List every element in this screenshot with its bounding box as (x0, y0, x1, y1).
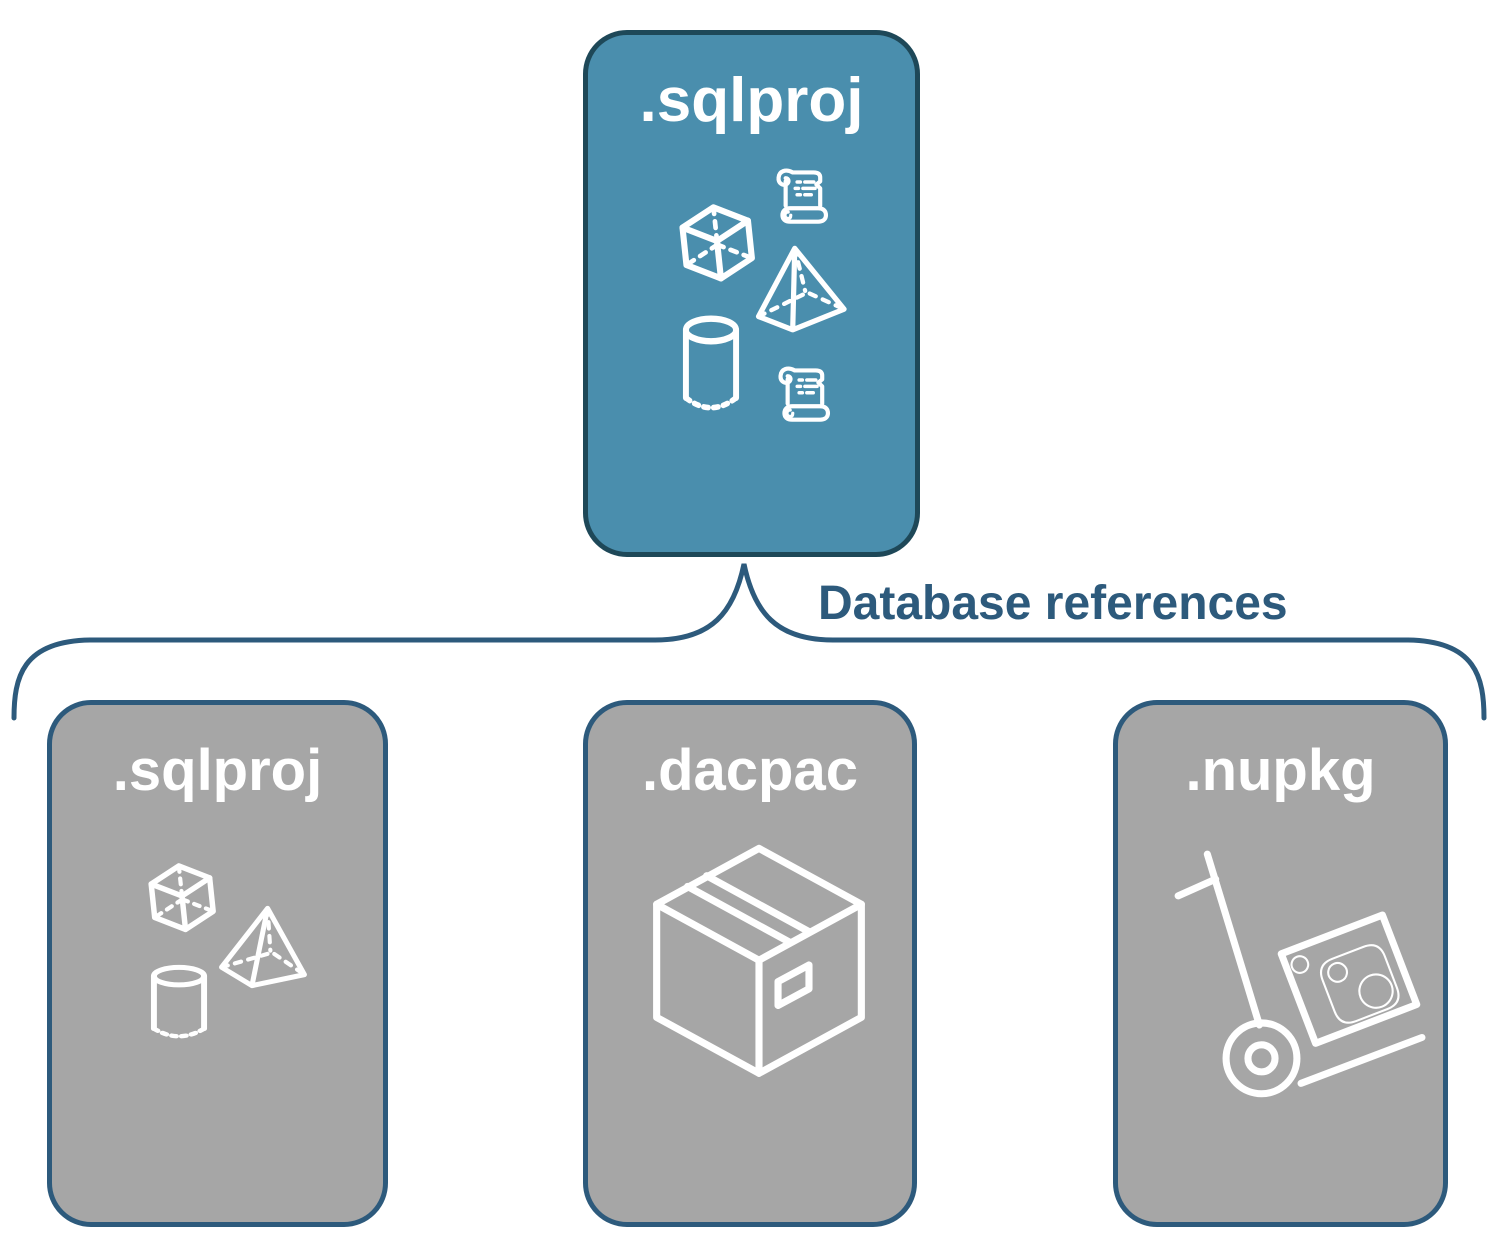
package-box-icon (653, 844, 865, 1077)
cylinder-icon (682, 315, 740, 411)
child-node-label: .sqlproj (112, 738, 323, 803)
root-node-label: .sqlproj (639, 66, 864, 135)
scroll-icon (776, 168, 829, 224)
cylinder-icon (150, 964, 208, 1039)
hand-truck-icon (1174, 850, 1426, 1098)
cube-icon (679, 204, 755, 282)
cube-icon (148, 863, 216, 933)
brace-path (11, 563, 1487, 721)
pyramid-icon (755, 245, 847, 333)
connector-label: Database references (818, 577, 1288, 630)
child-node-label: .nupkg (1185, 738, 1376, 803)
child-node-label: .dacpac (642, 738, 858, 803)
child-node-dacpac: .dacpac (583, 700, 917, 1227)
scroll-icon (778, 366, 831, 422)
root-node-sqlproj: .sqlproj (583, 30, 920, 557)
child-node-sqlproj: .sqlproj (47, 700, 388, 1227)
nuget-logo-icon (1277, 911, 1421, 1047)
pyramid-icon (219, 905, 307, 989)
child-node-nupkg: .nupkg (1113, 700, 1448, 1227)
